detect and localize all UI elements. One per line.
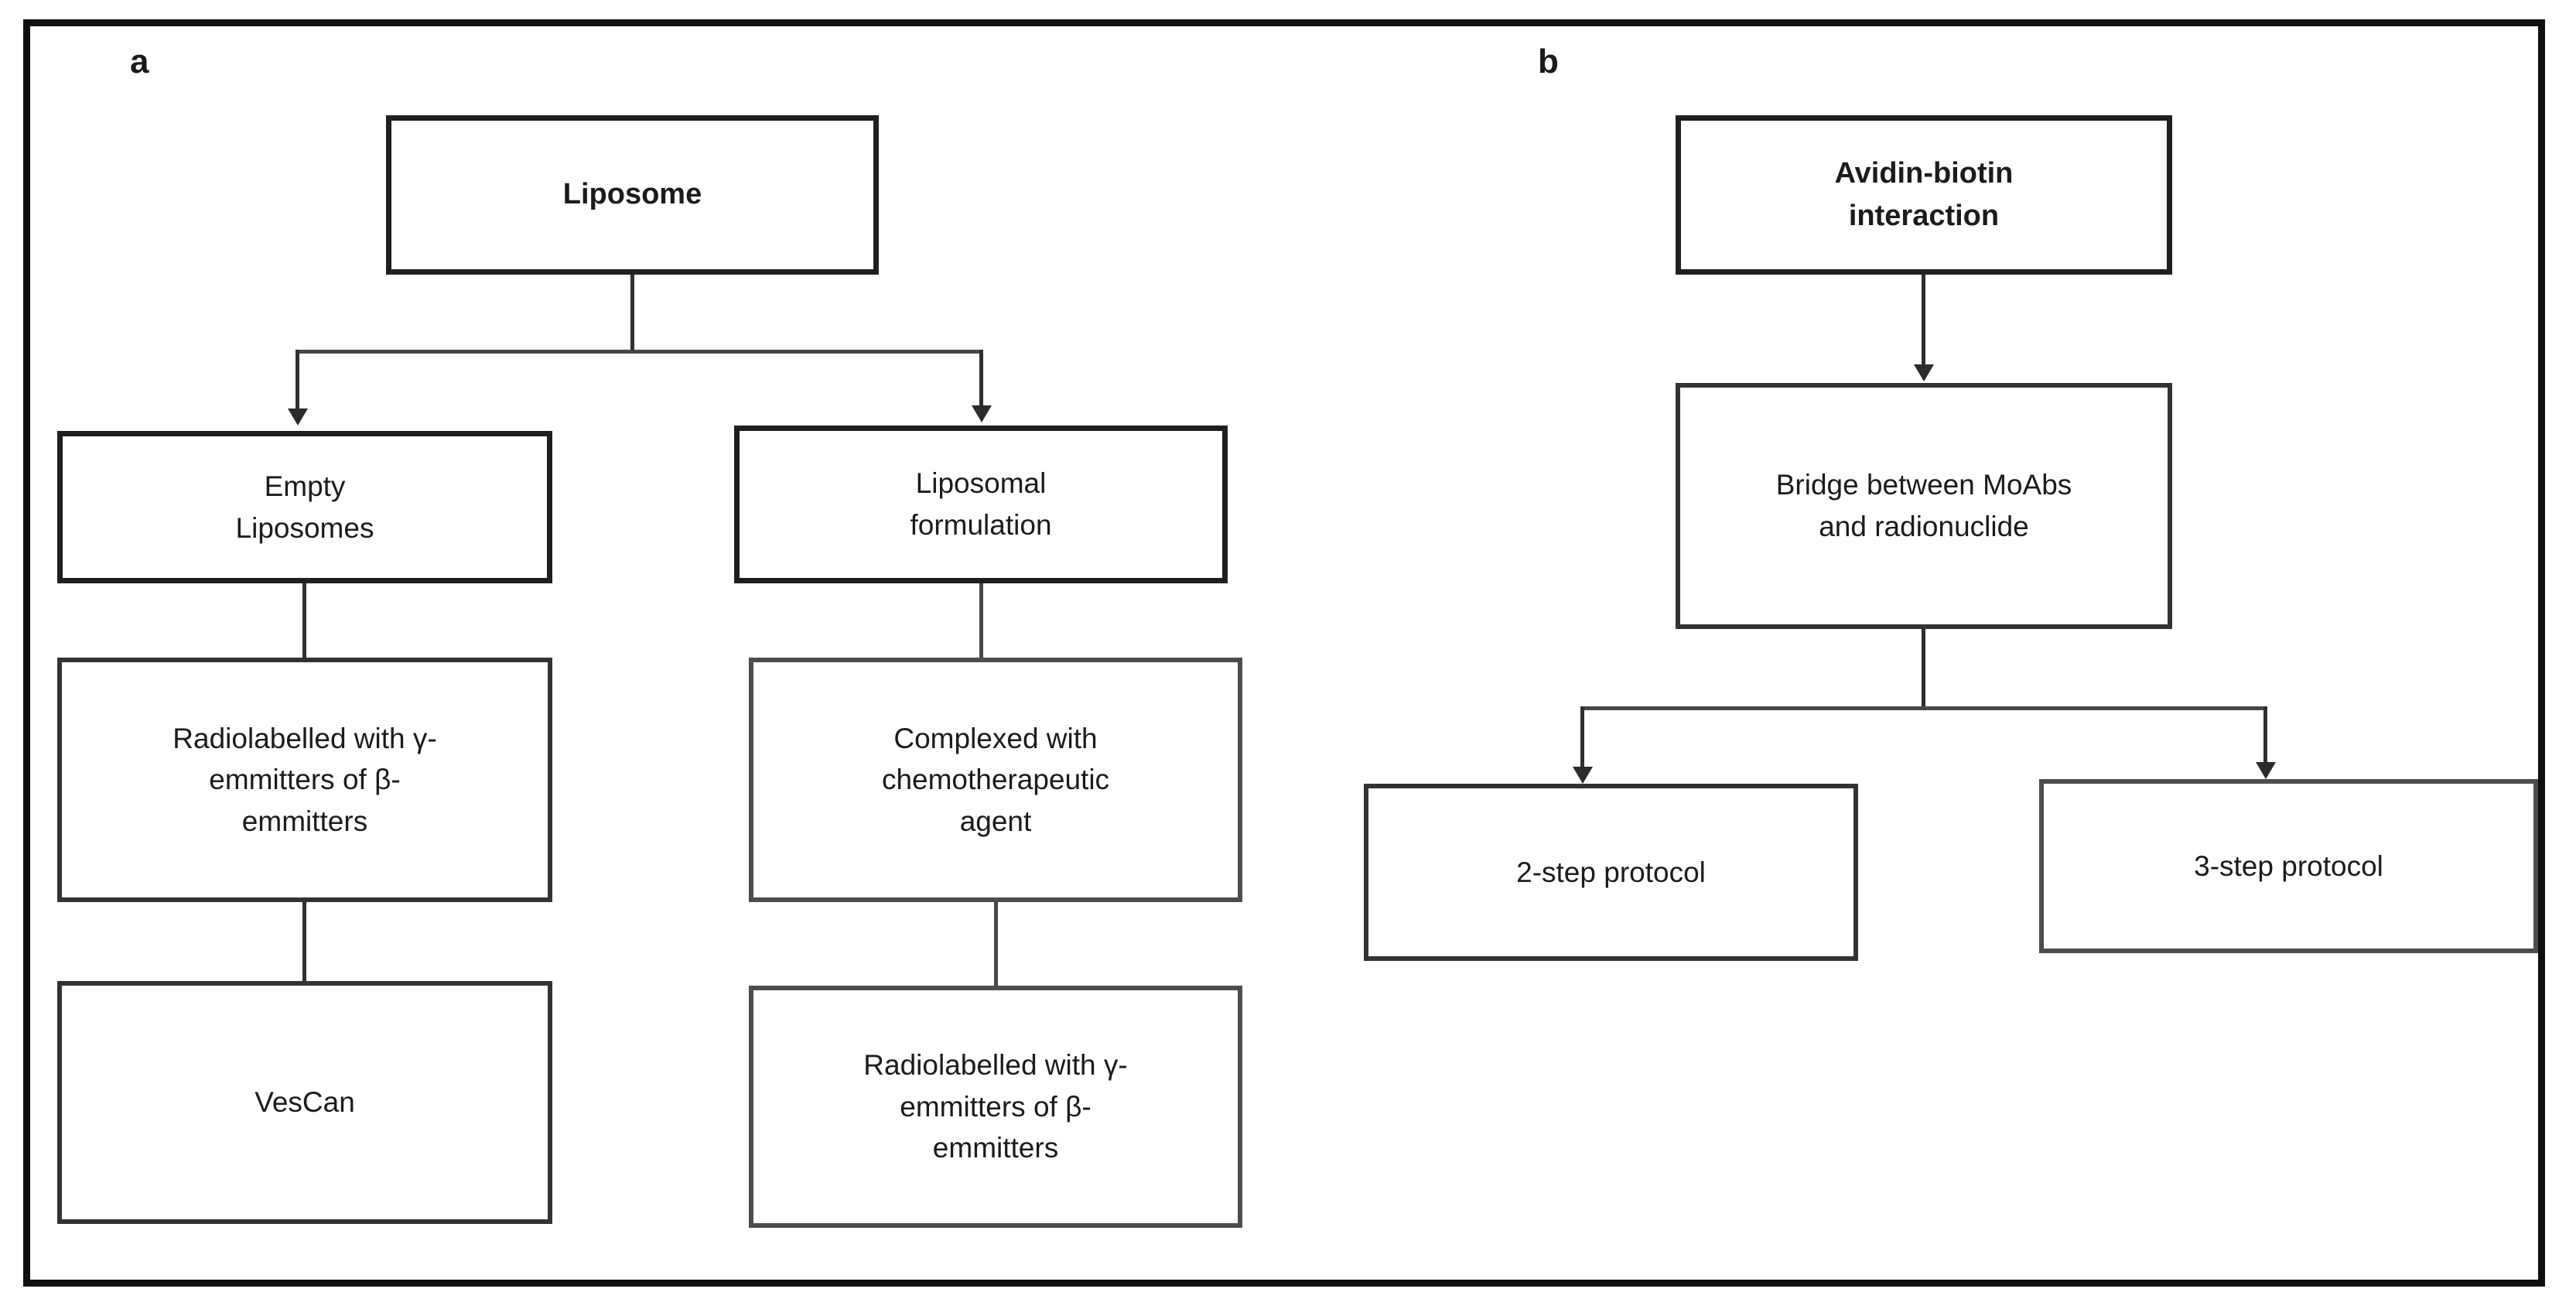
connector-liposome-stem <box>630 275 634 351</box>
connector-complexed-to-radiolabelled <box>994 902 998 986</box>
connector-drop-liposomal-formulation <box>979 350 983 407</box>
node-2-step-protocol: 2-step protocol <box>1364 784 1858 961</box>
node-avidin-biotin: Avidin-biotin interaction <box>1676 115 2172 275</box>
arrowhead-bridge <box>1914 364 1934 381</box>
connector-avidin-to-bridge <box>1922 275 1925 367</box>
connector-liposome-split-bar <box>296 350 983 354</box>
connector-empty-to-radiolabelled <box>302 583 306 658</box>
connector-drop-2-step <box>1580 706 1584 768</box>
node-liposome: Liposome <box>386 115 879 275</box>
node-empty-liposomes: Empty Liposomes <box>57 431 552 583</box>
connector-radiolabelled-to-vescan <box>302 902 306 981</box>
node-complexed-agent: Complexed with chemotherapeutic agent <box>749 658 1242 902</box>
node-bridge-moabs: Bridge between MoAbs and radionuclide <box>1676 383 2172 629</box>
connector-liposomal-to-complexed <box>979 583 983 658</box>
node-radiolabelled-empty: Radiolabelled with γ- emmitters of β- em… <box>57 658 552 902</box>
arrowhead-empty-liposomes <box>288 408 308 426</box>
connector-bridge-stem <box>1922 629 1925 706</box>
arrowhead-3-step <box>2256 762 2276 779</box>
node-radiolabelled-formulation: Radiolabelled with γ- emmitters of β- em… <box>749 986 1242 1228</box>
node-liposomal-formulation: Liposomal formulation <box>734 426 1228 583</box>
connector-protocol-split-bar <box>1580 706 2267 710</box>
node-vescan: VesCan <box>57 981 552 1224</box>
panel-b-label: b <box>1538 43 1559 80</box>
connector-drop-empty-liposomes <box>296 350 299 410</box>
connector-drop-3-step <box>2263 706 2267 764</box>
node-3-step-protocol: 3-step protocol <box>2039 779 2538 953</box>
panel-a-label: a <box>130 43 149 80</box>
arrowhead-2-step <box>1573 767 1593 784</box>
arrowhead-liposomal-formulation <box>972 405 992 422</box>
